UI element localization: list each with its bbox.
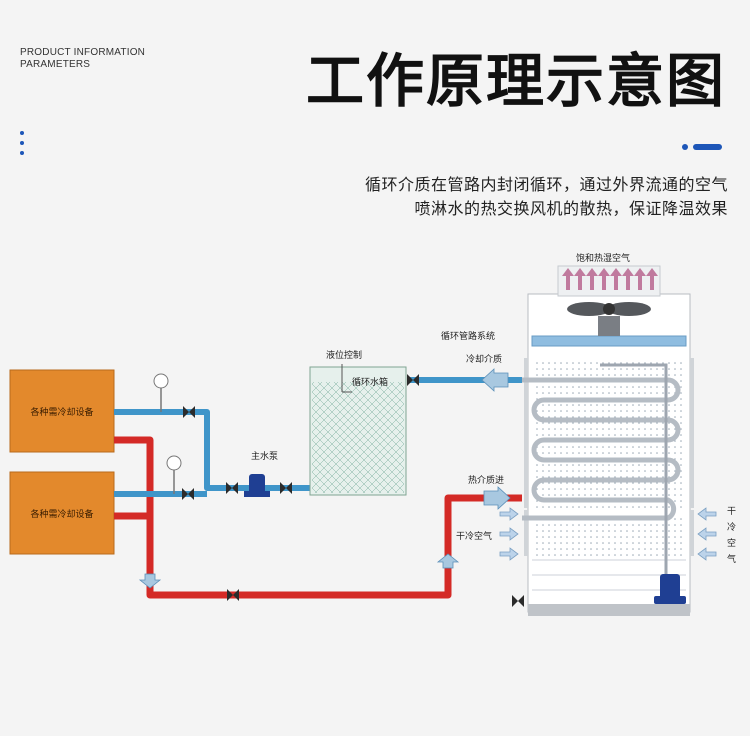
- vertical-dots-decoration: [20, 131, 26, 161]
- circulation-system-label: 循环管路系统: [441, 330, 495, 342]
- equipment-label-2: 各种需冷却设备: [30, 508, 93, 520]
- valve-icons: [182, 374, 524, 607]
- header-english: PRODUCT INFORMATION PARAMETERS: [20, 47, 145, 71]
- svg-text:干: 干: [727, 506, 736, 517]
- header-en-line2: PARAMETERS: [20, 59, 91, 70]
- svg-text:气: 气: [727, 553, 736, 565]
- cooling-medium-label: 冷却介质: [466, 353, 502, 365]
- return-pipe: [600, 363, 668, 595]
- saturated-air-label: 饱和热湿空气: [576, 252, 630, 264]
- description-line1: 循环介质在管路内封闭循环，通过外界流通的空气: [364, 175, 728, 194]
- water-tank: [309, 364, 407, 496]
- description-line2: 喷淋水的热交换风机的散热，保证降温效果: [414, 199, 728, 218]
- level-control-label: 液位控制: [326, 349, 362, 361]
- pressure-gauge-2: [166, 455, 182, 494]
- tower-pump-icon: [654, 574, 686, 604]
- svg-text:冷: 冷: [727, 521, 736, 533]
- hot-pipes: [114, 436, 522, 599]
- pressure-gauge-1: [153, 373, 169, 412]
- equipment-box-2: 各种需冷却设备: [9, 471, 115, 555]
- equipment-label-1: 各种需冷却设备: [30, 406, 93, 418]
- svg-text:空: 空: [727, 537, 736, 549]
- dry-cold-air-label: 干冷空气: [456, 530, 492, 542]
- intake-arrows-left: [499, 507, 519, 561]
- main-pump-label: 主水泵: [251, 450, 278, 462]
- cooling-tower: [524, 265, 694, 616]
- exhaust-air-arrows: [562, 268, 658, 290]
- pump-icon: [244, 474, 270, 497]
- intake-arrows-right: [697, 507, 717, 561]
- fan-icon: [567, 302, 651, 336]
- flow-arrows: [138, 368, 511, 589]
- description: 循环介质在管路内封闭循环，通过外界流通的空气 喷淋水的热交换风机的散热，保证降温…: [365, 173, 728, 221]
- page-title: 工作原理示意图: [305, 47, 726, 115]
- equipment-box-1: 各种需冷却设备: [9, 369, 115, 453]
- water-tank-label: 循环水箱: [352, 376, 388, 388]
- dry-cold-air-vertical-label: 干 冷 空 气: [727, 506, 736, 565]
- coil-pipes: [522, 377, 681, 521]
- header-en-line1: PRODUCT INFORMATION: [20, 47, 146, 58]
- hot-medium-in-label: 热介质进: [468, 474, 504, 486]
- horizontal-bar-decoration: [682, 144, 722, 150]
